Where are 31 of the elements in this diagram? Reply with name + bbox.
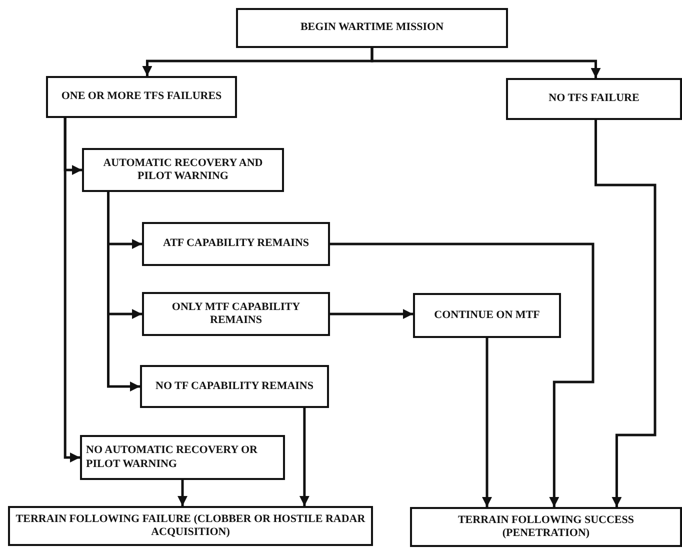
arrow <box>482 338 492 507</box>
arrow <box>594 120 656 507</box>
process-box <box>142 292 330 336</box>
arrow <box>107 192 140 392</box>
process-box <box>142 222 330 266</box>
arrow <box>370 48 601 78</box>
process-box <box>46 76 237 118</box>
arrow <box>330 309 413 319</box>
process-box <box>413 293 561 338</box>
box-label: NO TFS FAILURE <box>548 92 640 106</box>
box-label: CONTINUE ON MTF <box>434 308 540 322</box>
box-label: NO TF CAPABILITY REMAINS <box>156 380 314 394</box>
box-label: ONE OR MORE TFS FAILURES <box>61 90 222 104</box>
arrow <box>178 480 188 506</box>
arrow <box>330 242 594 507</box>
process-box <box>506 78 682 120</box>
process-box <box>236 8 508 48</box>
process-box <box>410 507 682 547</box>
arrow <box>299 408 310 506</box>
process-box <box>82 148 284 192</box>
box-label: AUTOMATIC RECOVERY AND PILOT WARNING <box>102 156 264 184</box>
arrow <box>64 118 80 462</box>
process-box <box>80 435 285 480</box>
box-label: BEGIN WARTIME MISSION <box>300 21 444 35</box>
box-label: ONLY MTF CAPABILITY REMAINS <box>170 300 302 328</box>
process-box <box>140 365 329 408</box>
box-label: TERRAIN FOLLOWING SUCCESS (PENETRATION) <box>456 514 636 540</box>
box-label: ATF CAPABILITY REMAINS <box>162 237 310 251</box>
box-label: NO AUTOMATIC RECOVERY OR PILOT WARNING <box>86 444 258 471</box>
process-box <box>8 506 373 546</box>
box-label: TERRAIN FOLLOWING FAILURE (CLOBBER OR HOSTILE RADAR ACQUISITION) <box>14 512 366 540</box>
